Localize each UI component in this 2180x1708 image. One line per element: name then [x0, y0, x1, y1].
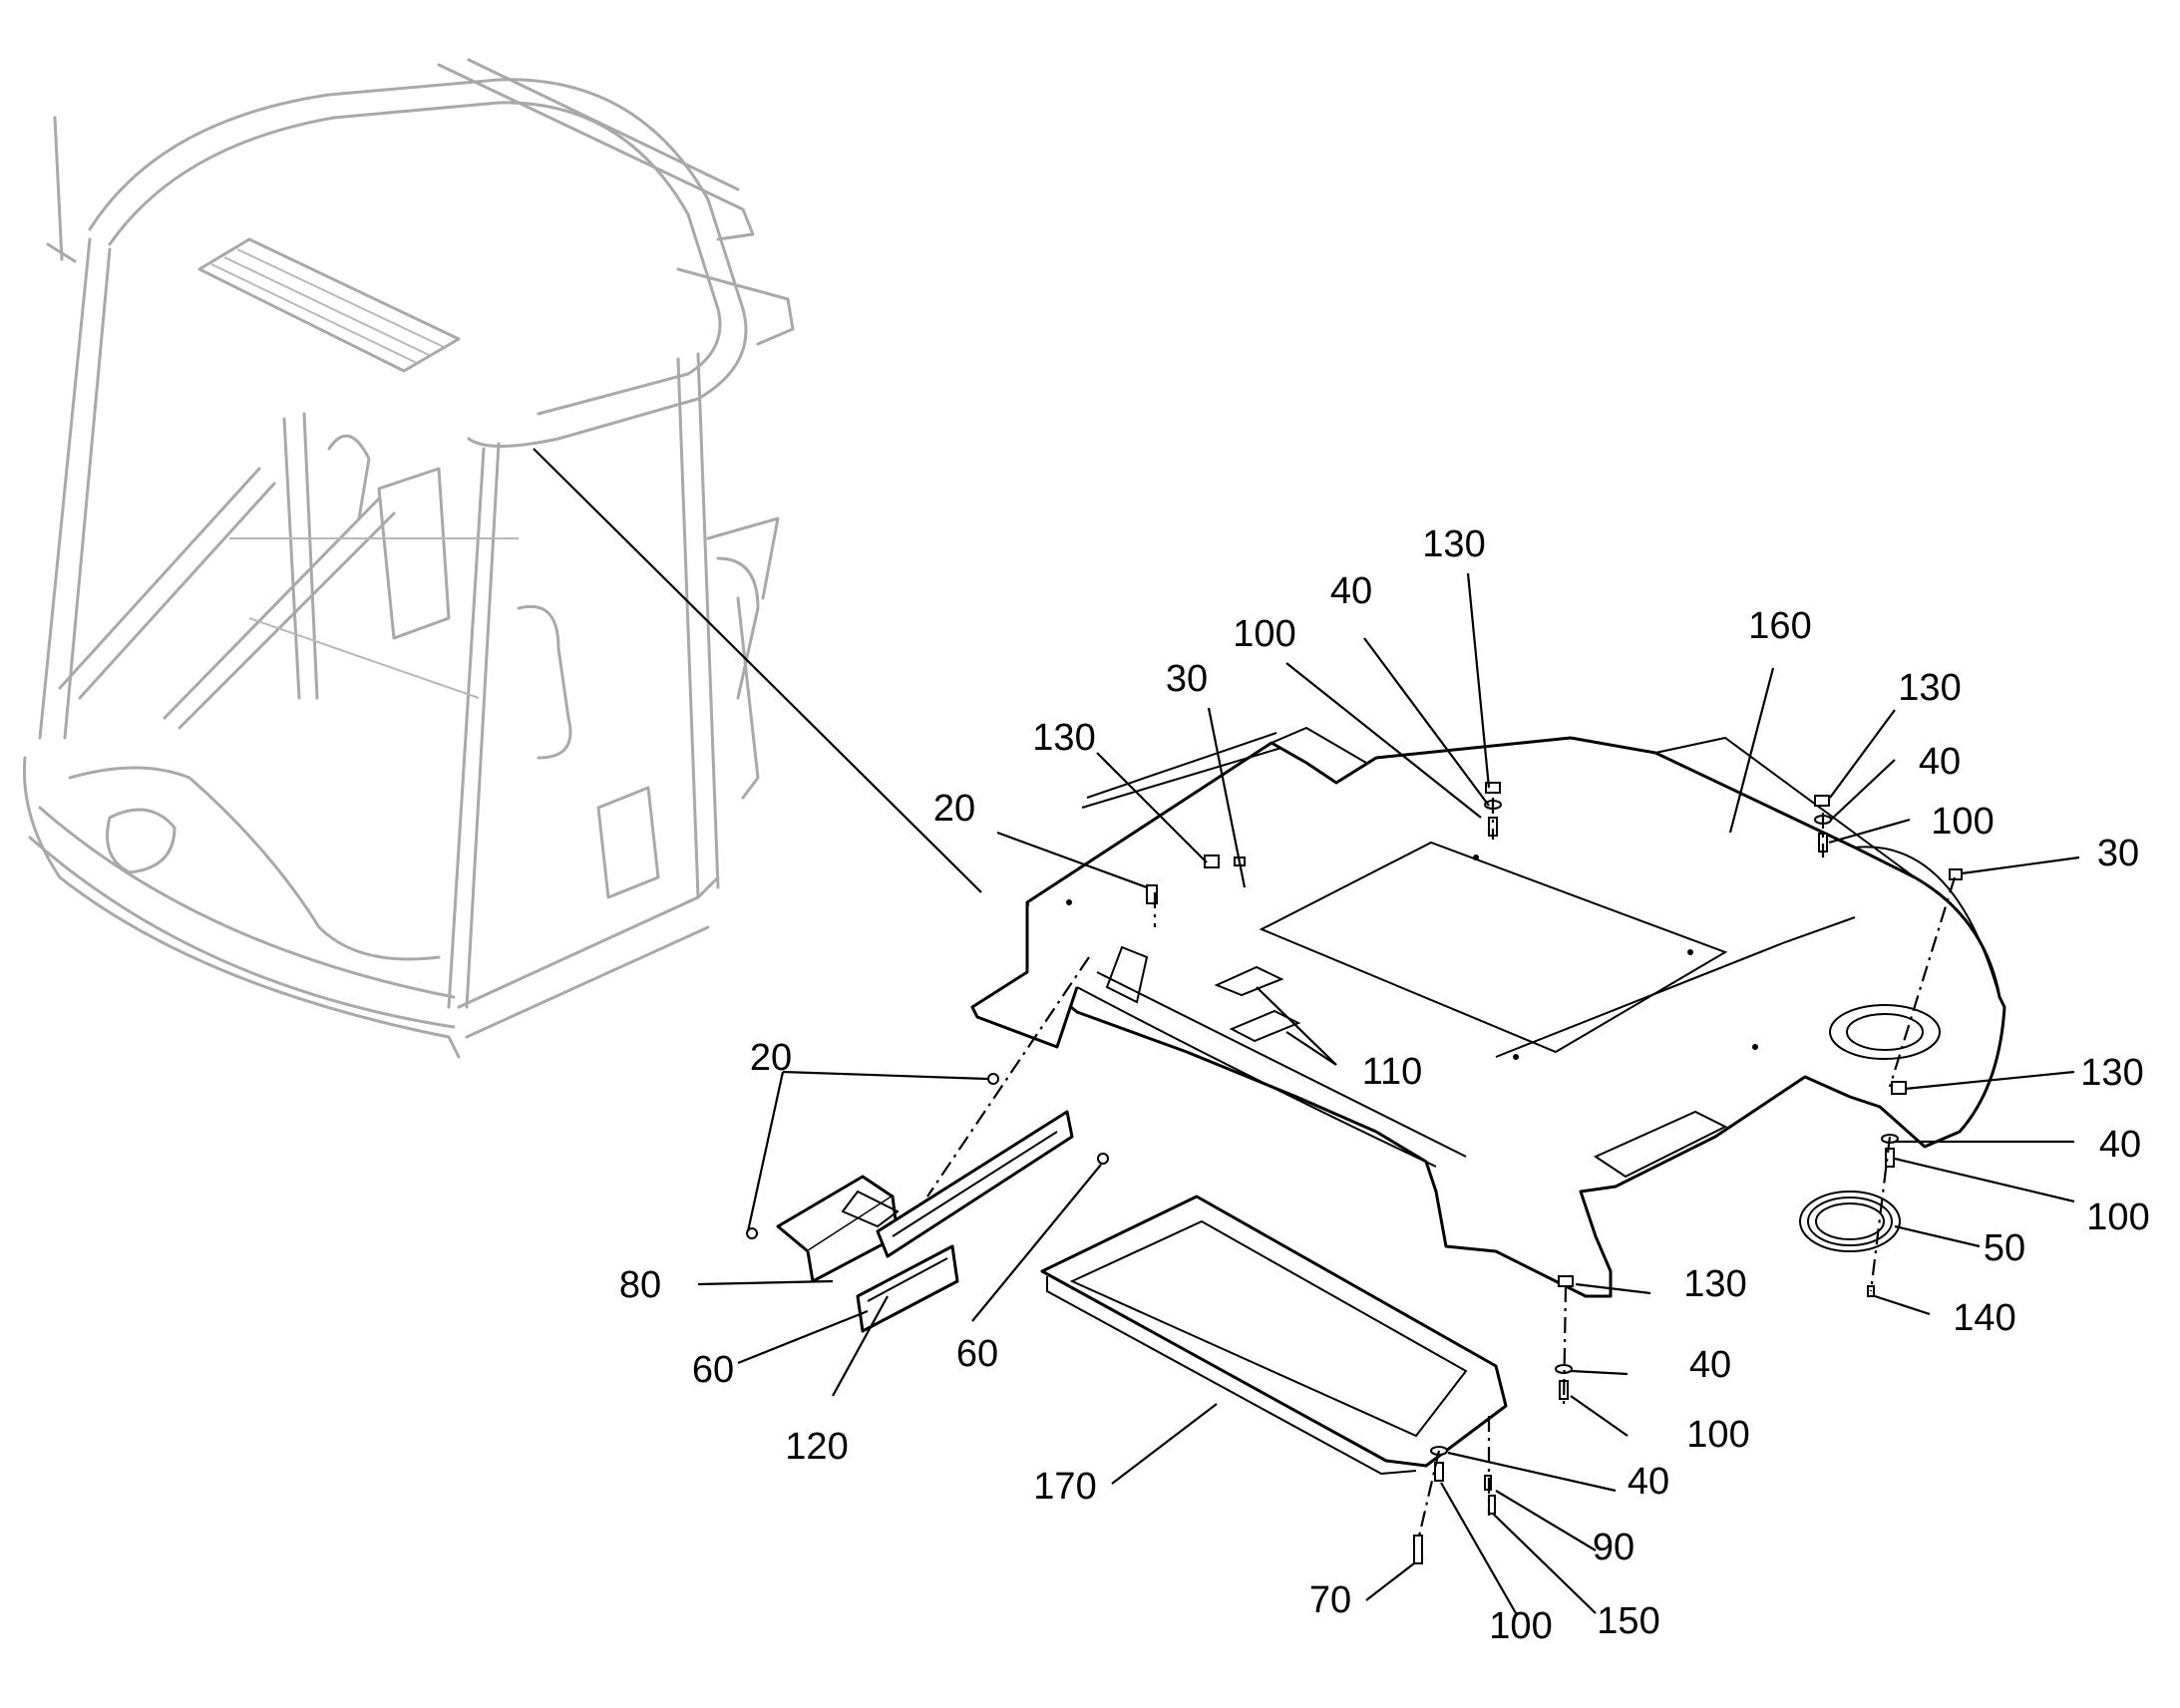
callout-110: 110 [1362, 1051, 1423, 1093]
callout-100-right: 100 [1931, 801, 1994, 843]
callout-90: 90 [1593, 1527, 1635, 1568]
callout-130-left: 130 [1032, 717, 1095, 759]
callout-30-left: 30 [1166, 658, 1208, 700]
callout-100-lowright: 100 [2086, 1196, 2149, 1238]
callout-40-lowright: 40 [2099, 1124, 2141, 1166]
floor-plate-160 [970, 726, 2006, 1298]
leader-lines [697, 572, 2080, 1614]
callout-40-lower: 40 [1689, 1344, 1731, 1386]
assembly-leader-line [533, 448, 982, 893]
callout-100-top: 100 [1233, 613, 1295, 655]
callout-50: 50 [1984, 1227, 2025, 1269]
cable-coil-50 [1799, 1191, 1901, 1252]
callout-40-right: 40 [1919, 741, 1961, 783]
callout-30-right: 30 [2097, 833, 2139, 874]
callout-100-bottom: 100 [1489, 1605, 1552, 1647]
callout-120: 120 [785, 1426, 848, 1468]
tray-170 [1040, 1195, 1508, 1476]
callout-130-lowright: 130 [2080, 1052, 2143, 1094]
callout-130-right: 130 [1898, 667, 1961, 709]
callout-20-bottom: 20 [750, 1037, 792, 1079]
callout-130-lower: 130 [1683, 1263, 1746, 1305]
callout-40-bottom: 40 [1628, 1461, 1669, 1503]
callout-170: 170 [1033, 1466, 1096, 1508]
assembly-centerlines [926, 798, 1957, 1541]
callout-130-top: 130 [1422, 523, 1485, 565]
callout-60-mid: 60 [956, 1333, 998, 1375]
callout-140: 140 [1953, 1297, 2015, 1339]
callout-40-top: 40 [1330, 570, 1372, 612]
cab-assembly [22, 58, 795, 1059]
callout-80: 80 [619, 1264, 661, 1306]
callout-60-left: 60 [692, 1349, 734, 1391]
callout-160: 160 [1748, 605, 1811, 647]
callout-20-top: 20 [933, 788, 975, 830]
callout-labels: 130 40 160 100 30 130 20 130 40 100 30 1… [619, 523, 2150, 1647]
bracket-assembly [746, 1073, 1109, 1333]
callout-70: 70 [1309, 1579, 1351, 1621]
callout-100-lower: 100 [1686, 1414, 1749, 1456]
callout-150: 150 [1597, 1600, 1659, 1642]
